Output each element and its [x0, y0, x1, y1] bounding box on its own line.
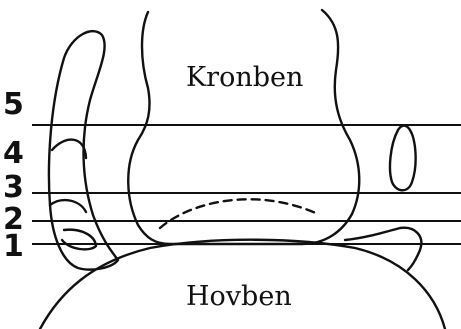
- kronben-dashed-arc: [160, 199, 318, 228]
- level-number-4: 4: [3, 136, 24, 171]
- level-number-5: 5: [3, 87, 24, 122]
- kronben-label: Kronben: [186, 62, 303, 93]
- left-inner-knob: [62, 230, 96, 250]
- level-number-3: 3: [3, 170, 24, 205]
- left-side-bone-outline: [49, 31, 118, 269]
- left-inner-curve-lower: [50, 200, 86, 212]
- hovben-label: Hovben: [186, 281, 292, 312]
- right-oval-bone: [390, 126, 416, 191]
- level-number-1: 1: [3, 229, 24, 264]
- left-inner-curve-upper: [52, 140, 86, 158]
- kronben-outline: [128, 10, 359, 244]
